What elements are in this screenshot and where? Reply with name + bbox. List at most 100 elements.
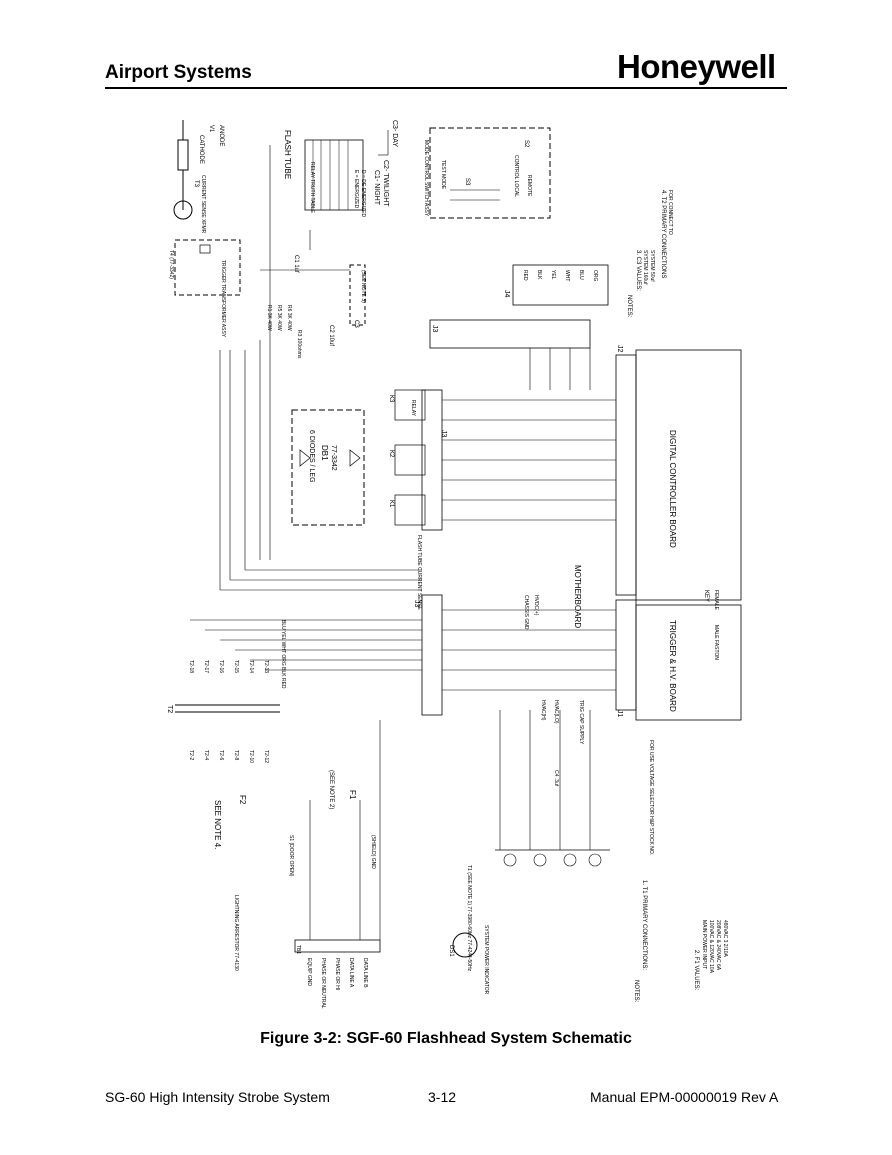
door-switch-label: S1 (DOOR OPEN)	[288, 835, 294, 877]
f1-label: F1	[348, 790, 357, 800]
db1-part-label: 77-3342	[330, 445, 337, 471]
t2-tap-18: T2-18	[188, 660, 194, 673]
f2-label: F2	[238, 795, 247, 805]
j3-lower: J3	[413, 594, 443, 716]
notes-bottom: NOTES: 1. T1 PRIMARY CONNECTIONS: FOR US…	[633, 740, 728, 1003]
j4-wires-yel: YEL	[550, 270, 556, 280]
s2-label: S2	[523, 140, 529, 148]
note2-row-4: 480VAC 3 2/10A	[722, 920, 728, 958]
flashhead-schematic: CATHODE V1 ANODE FLASH TUBE T3 CURRENT S…	[166, 120, 742, 1009]
t2-primary-10: T2-10	[248, 750, 254, 763]
t4-label: T4 (77-3342)	[168, 250, 174, 279]
r6-label: R6 3K 40W	[286, 305, 292, 331]
relay-legend-d: D = DE-ENERGIZED	[360, 170, 366, 217]
db1-label: DB1	[320, 445, 329, 461]
footer-title: SG-60 High Intensity Strobe System	[105, 1089, 330, 1105]
anode-label: ANODE	[218, 125, 224, 146]
t3-label: T3	[193, 180, 199, 188]
k3-label: K3	[388, 395, 394, 403]
diodes-label: 6 DIODES / LEG	[308, 430, 315, 483]
note1-sub: FOR USE VOLTAGE SELECTOR H&P STOCK NO.	[648, 740, 654, 855]
header-rule	[105, 87, 787, 89]
j1-label: J1	[616, 710, 623, 718]
j4-wires-wht: WHT	[564, 270, 570, 281]
j3-j4-connectors: J3 J4 RED BLK YEL WHT BLU ORG	[429, 264, 609, 349]
t2-label: T2	[166, 705, 173, 713]
note3-row-2: SYSTEM 50uf	[649, 250, 655, 282]
cap-resistor-labels: C1 1uf R1 3K 40W R5 3K 40W R6 3K 40W R3 …	[260, 230, 366, 359]
mode-twilight: C2- TWILIGHT	[382, 160, 389, 207]
relay-table-title: RELAY TRUTH TABLE	[309, 162, 315, 214]
lightning-label: LIGHTNING ARRESTOR 77-4130	[233, 895, 239, 971]
motherboard-label: MOTHERBOARD	[573, 565, 582, 628]
c1-label: C1 1uf	[293, 255, 299, 273]
note3-label: (SEE NOTE 3)	[360, 270, 366, 303]
relay-word-label: RELAY	[410, 400, 416, 417]
section-title: Airport Systems	[105, 62, 252, 83]
s3-label: S3	[464, 178, 470, 186]
j4-label: J4	[503, 290, 510, 298]
note2-row-2: 100VAC & 120VAC 10A	[708, 920, 714, 974]
note2-title: 2. F1 VALUES:	[693, 950, 699, 991]
mode-night: C1- NIGHT	[373, 170, 380, 206]
relay-legend-e: E = ENERGIZED	[353, 170, 359, 209]
t2-primary-4: T2-4	[203, 750, 209, 761]
j4-wires-blk: BLK	[536, 270, 542, 280]
remote-label: REMOTE	[526, 175, 532, 197]
t2-primary-6: T2-6	[218, 750, 224, 761]
shield-gnd-label: (SHIELD) GND	[370, 835, 376, 869]
tb1-row-2: PHASE OR NEUTRAL	[320, 958, 326, 1009]
tb1-row-3: PHASE OR HI	[334, 958, 340, 990]
t2-tap-17: T2-17	[203, 660, 209, 673]
cathode-label: CATHODE	[198, 135, 204, 164]
trigger-hv-label: TRIGGER & H.V. BOARD	[668, 620, 677, 712]
t2-tap-13: T2-13	[263, 660, 269, 673]
wire-colors-label: BLU YEL WHT ORG BLK RED	[280, 620, 286, 689]
tb1-row-1: EQUIP GND	[306, 958, 312, 986]
note2-row-1: MAIN POWER INPUT	[701, 920, 707, 969]
key-female: FEMALE	[713, 590, 719, 611]
t2-primary-12: T2-12	[263, 750, 269, 763]
k2-label: K2	[388, 450, 394, 458]
k1-label: K1	[388, 500, 394, 508]
note1-title: 1. T1 PRIMARY CONNECTIONS:	[641, 880, 647, 970]
mode-switch-label: MODE CONTROL SWITCH ASSY	[423, 140, 429, 217]
digital-controller-label: DIGITAL CONTROLLER BOARD	[668, 430, 677, 548]
mode-day: C3- DAY	[391, 120, 398, 147]
t2-tap-14: T2-14	[248, 660, 254, 673]
r5-label: R5 3K 40W	[276, 305, 282, 331]
key-label: KEY	[703, 590, 709, 602]
t2-tap-15: T2-15	[233, 660, 239, 673]
ft-current-sense-label: FLASH TUBE CURRENT SENSE	[416, 535, 422, 610]
r3-label: R3 100ohms	[296, 330, 302, 359]
mode-labels: C1- NIGHT C2- TWILIGHT C3- DAY	[373, 120, 398, 207]
diode-bridge: 6 DIODES / LEG DB1 77-3342	[291, 409, 365, 526]
t2-transformer: T2 T2-18 T2-17 T2-16 T2-15 T2-14 T2-13 B…	[166, 620, 286, 763]
j4-wires-red: RED	[522, 270, 528, 281]
flash-tube-label: FLASH TUBE	[283, 130, 292, 179]
hvac-h-label: HVAC(H)	[540, 700, 546, 721]
j3-mid-label: J3	[440, 430, 447, 438]
c4-label: C4 .3uf	[553, 770, 559, 787]
t1-transformer: T1 (SEE NOTE 1) 77-3980-60Hz 77-4244-50H…	[466, 770, 610, 972]
v1-label: V1	[208, 125, 214, 133]
notes-top: NOTES: 3. C3 VALUES: SYSTEM 160uf SYSTEM…	[626, 190, 719, 660]
see-note2-label: (SEE NOTE 2)	[328, 770, 334, 809]
tb1-row-5: DATA LINE B	[362, 958, 368, 988]
notes-title: NOTES:	[633, 980, 639, 1003]
note3-row-1: SYSTEM 160uf	[642, 250, 648, 285]
trigger-transformer: T4 (77-3342) TRIGGER TRANSFORMER ASSY	[168, 239, 241, 338]
hvac-lo-label: HVAC(LO)	[553, 700, 559, 724]
t2-primary-8: T2-8	[233, 750, 239, 761]
test-mode-label: TEST MODE	[440, 160, 446, 190]
note3-title: 3. C3 VALUES:	[635, 250, 641, 291]
flash-tube-group: CATHODE V1 ANODE FLASH TUBE T3 CURRENT S…	[173, 120, 292, 234]
relay-truth-table: RELAY TRUTH TABLE E = ENERGIZED D = DE-E…	[304, 139, 366, 217]
footer-manual-id: Manual EPM-00000019 Rev A	[590, 1089, 779, 1105]
wiring	[190, 145, 616, 940]
c2-label: C2 10uf	[328, 325, 334, 346]
t2-tap-16: T2-16	[218, 660, 224, 673]
current-sense-label: CURRENT SENSE XFMR	[200, 175, 206, 234]
notes-top-title: NOTES:	[626, 295, 632, 318]
j2-label: J2	[616, 345, 623, 353]
